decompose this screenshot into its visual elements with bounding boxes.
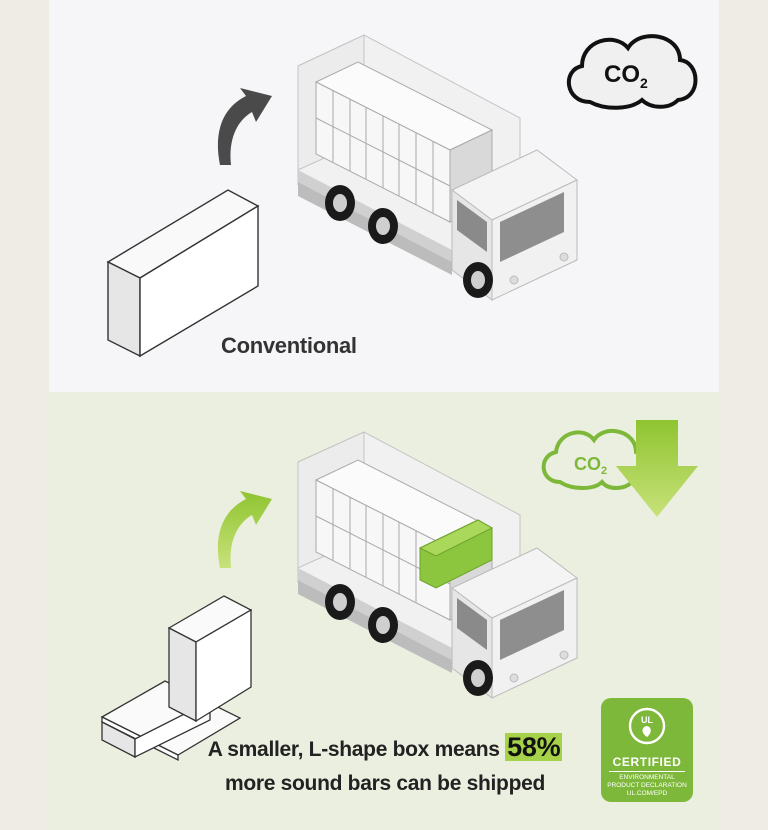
ul-logo-icon: UL	[628, 707, 666, 745]
caption-line-1: A smaller, L-shape box means	[207, 738, 500, 761]
lshape-caption: A smaller, L-shape box means 58% more so…	[190, 733, 580, 801]
badge-title: CERTIFIED	[612, 755, 682, 769]
ul-certified-badge: UL CERTIFIED ENVIRONMENTAL PRODUCT DECLA…	[601, 698, 693, 802]
badge-divider	[609, 771, 685, 772]
co2-reduce-icon: CO 2	[541, 420, 698, 517]
truck-conventional	[297, 34, 578, 301]
conventional-caption: Conventional	[221, 333, 357, 358]
cargo-boxes	[314, 459, 494, 621]
arrow-down-icon	[616, 420, 698, 517]
arrow-up-dark	[217, 88, 272, 165]
truck-lshape	[297, 431, 578, 699]
co2-cloud-icon: CO 2	[566, 34, 698, 110]
conventional-box	[106, 189, 260, 358]
co2-label: CO	[604, 61, 640, 88]
co2-label: CO	[574, 454, 601, 474]
co2-subscript: 2	[601, 465, 607, 477]
caption-line-2: more sound bars can be shipped	[224, 772, 546, 795]
cargo-boxes	[314, 61, 494, 223]
svg-text:UL: UL	[641, 715, 653, 725]
percent-highlight: 58%	[505, 732, 563, 762]
lshape-box	[100, 595, 253, 762]
badge-line-3: UL.COM/EPD	[626, 790, 668, 797]
arrow-up-green	[217, 491, 272, 568]
co2-subscript: 2	[640, 75, 648, 91]
badge-line-1: ENVIRONMENTAL	[619, 774, 675, 781]
badge-line-2: PRODUCT DECLARATION	[607, 782, 687, 789]
